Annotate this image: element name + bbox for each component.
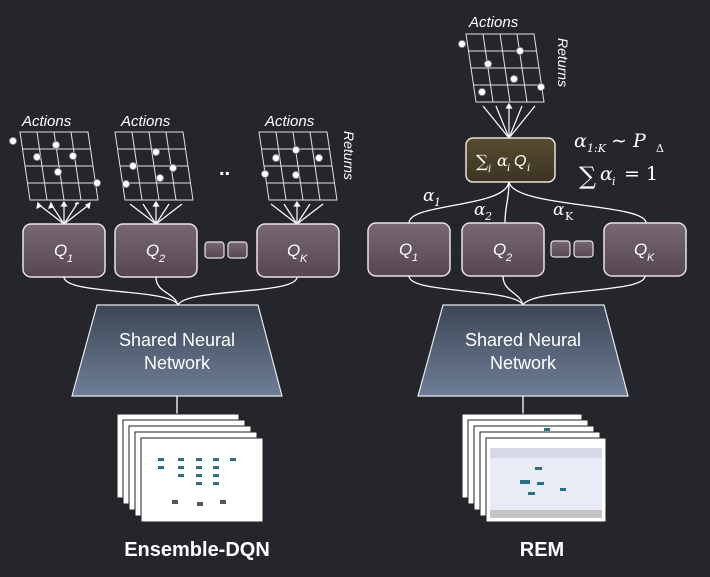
weight-subscript: K: [565, 210, 574, 223]
q-symbol: Q: [399, 240, 412, 259]
q-subscript: i: [527, 163, 530, 174]
prior-alpha-subscript: 1:K: [587, 142, 607, 155]
left-q-head-2: Q 2: [114, 223, 198, 278]
q-symbol: Q: [146, 241, 159, 260]
sum-symbol: ∑: [476, 152, 488, 172]
right-network-connections: [408, 275, 646, 306]
left-shared-network: Shared Neural Network: [71, 304, 283, 397]
network-label-line2: Network: [490, 353, 557, 373]
q-subscript: 1: [412, 252, 418, 264]
q-symbol: Q: [514, 153, 526, 170]
surface-band: [490, 448, 602, 458]
q-symbol: Q: [54, 241, 67, 260]
alpha-constraint: ∑ α i = 1: [579, 162, 658, 190]
player-shields: [172, 500, 226, 506]
q-subscript: 1: [67, 253, 73, 265]
left-head-arrows: [36, 200, 324, 225]
weight-subscript: 2: [484, 210, 492, 223]
arrows-qk: [270, 200, 324, 225]
weight-subscript: 1: [434, 196, 441, 209]
weight-alpha: α: [423, 186, 435, 206]
score-marker: [544, 428, 550, 431]
right-weight-connections: [408, 181, 647, 224]
q-subscript: 2: [505, 252, 512, 264]
weight-alpha-k: α K: [553, 200, 574, 223]
water-area: [490, 458, 602, 510]
weight-alpha: α: [474, 200, 486, 220]
constraint-alpha-subscript: i: [612, 175, 616, 188]
ellipsis: ..: [219, 158, 230, 180]
returns-label: Returns: [555, 38, 571, 87]
sea-objects: [520, 467, 566, 495]
invaders: [158, 458, 236, 485]
actions-label: Actions: [264, 113, 315, 130]
right-q-head-1: Q 1: [367, 222, 451, 277]
prior-p-subscript: Δ: [656, 142, 664, 155]
actions-label: Actions: [120, 113, 171, 130]
q-subscript: 2: [158, 253, 165, 265]
prior-relation: ∼ P: [611, 130, 647, 152]
left-q-head-1: Q 1: [22, 223, 106, 278]
left-grid-2: Actions: [114, 113, 194, 201]
network-label-line2: Network: [144, 353, 211, 373]
left-q-head-k: Q K: [256, 223, 340, 278]
right-shared-network: Shared Neural Network: [417, 304, 629, 397]
arrows-q1: [36, 200, 91, 225]
network-label-line1: Shared Neural: [119, 330, 235, 350]
left-input-frames: [116, 413, 264, 523]
constraint-rhs: = 1: [624, 163, 658, 185]
actions-label: Actions: [21, 113, 72, 130]
q-symbol: Q: [287, 241, 300, 260]
alpha-subscript: i: [507, 163, 510, 174]
q-symbol: Q: [493, 240, 506, 259]
weight-alpha: α: [553, 200, 565, 220]
arrows-q2: [129, 200, 183, 225]
right-q-placeholder-boxes: [550, 240, 594, 258]
q-symbol: Q: [634, 240, 647, 259]
left-grid-1: Actions: [8, 113, 102, 201]
right-q-head-k: Q K: [603, 222, 687, 277]
returns-label: Returns: [341, 131, 357, 180]
actions-label: Actions: [468, 14, 519, 31]
right-combine-arrows: [482, 102, 536, 139]
right-grid: Actions Returns: [457, 14, 571, 103]
right-input-frames: [461, 413, 607, 523]
seafloor-band: [490, 510, 602, 518]
q-subscript: K: [300, 253, 308, 265]
left-network-connections: [63, 276, 298, 306]
prior-alpha: α: [574, 130, 587, 152]
weight-alpha-1: α 1: [423, 186, 441, 209]
right-combine-box: ∑ i α i Q i: [465, 137, 556, 183]
network-label-line1: Shared Neural: [465, 330, 581, 350]
right-title: REM: [520, 539, 564, 561]
right-q-head-2: Q 2: [461, 222, 545, 277]
alpha-prior: α 1:K ∼ P Δ: [574, 130, 664, 155]
q-subscript: K: [647, 252, 655, 264]
constraint-alpha: α: [600, 163, 613, 185]
alpha-symbol: α: [497, 151, 508, 170]
left-grid-3: Actions Returns: [258, 113, 357, 201]
constraint-sum: ∑: [579, 162, 596, 190]
left-q-placeholder-boxes: [204, 241, 248, 259]
left-title: Ensemble-DQN: [124, 539, 270, 561]
weight-alpha-2: α 2: [474, 200, 492, 223]
sum-subscript: i: [488, 164, 491, 175]
